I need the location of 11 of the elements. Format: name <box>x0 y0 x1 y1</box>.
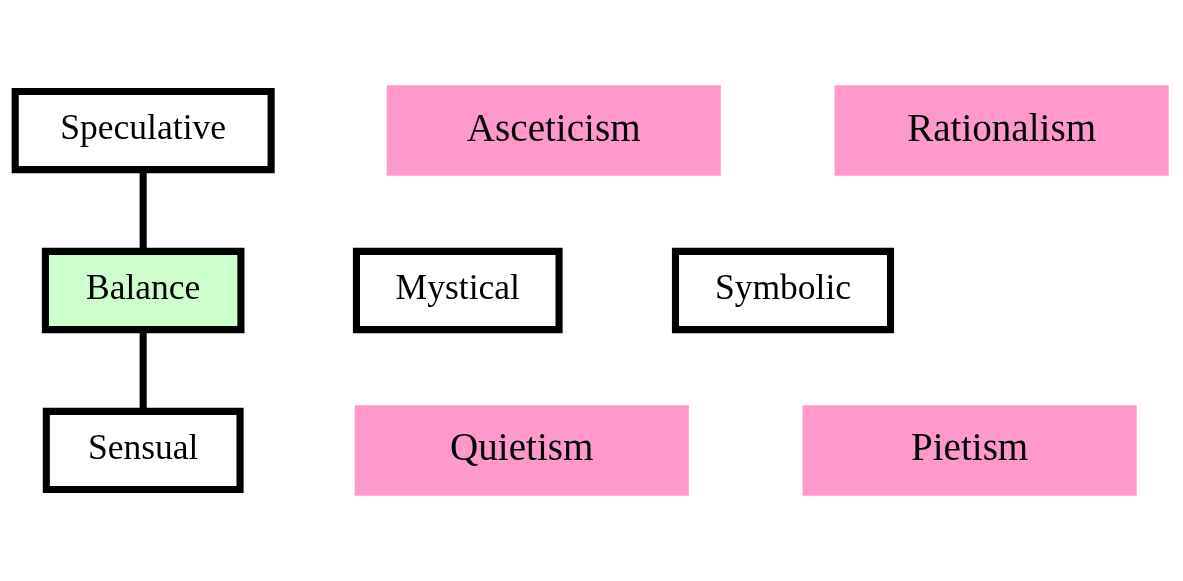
node-box: Asceticism <box>386 85 721 176</box>
node-box: Sensual <box>42 407 244 494</box>
node-box: Quietism <box>354 405 689 496</box>
node-box: Symbolic <box>671 247 895 334</box>
node-box: Balance <box>41 247 245 334</box>
node-box: Speculative <box>11 87 275 174</box>
node-box: Pietism <box>802 405 1137 496</box>
node-box: Mystical <box>352 247 563 334</box>
connector <box>139 330 147 412</box>
node-box: Rationalism <box>834 85 1169 176</box>
connector <box>139 170 147 252</box>
